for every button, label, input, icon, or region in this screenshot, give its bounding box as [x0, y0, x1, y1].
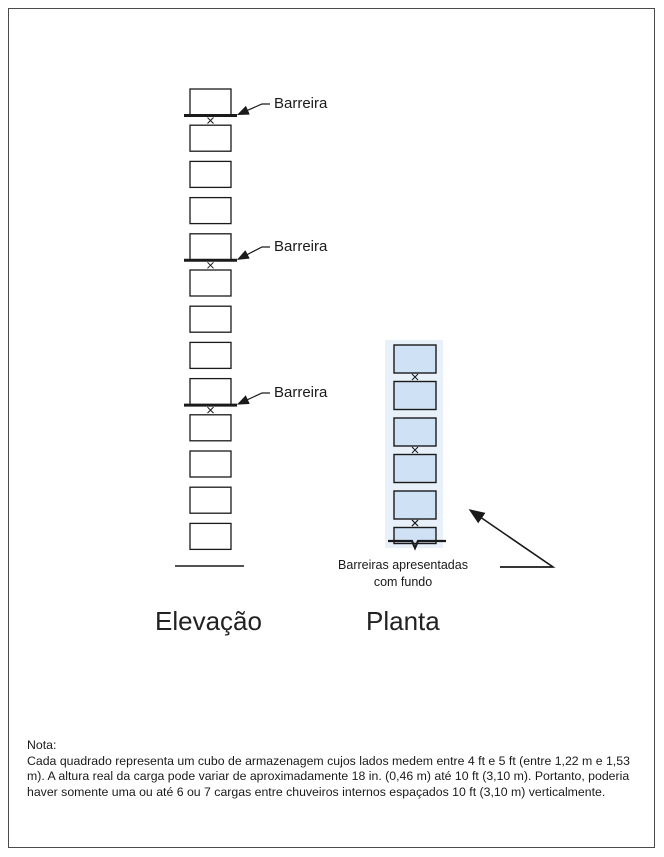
elevation-box	[189, 341, 232, 370]
plan-caption: Planta	[366, 606, 440, 636]
barrier-label-top: Barreira	[274, 95, 328, 112]
plan-note-arrow	[468, 509, 556, 568]
elevation-box	[189, 414, 232, 442]
elevation-box	[189, 124, 232, 152]
flue-cross	[411, 446, 419, 454]
elevation-box	[189, 450, 232, 478]
barrier-leader	[236, 392, 270, 405]
elevation-box	[189, 377, 232, 406]
flue-cross	[207, 406, 214, 414]
barrier-leader	[236, 103, 270, 116]
elevation-box	[189, 305, 232, 333]
flue-cross	[411, 373, 419, 381]
elevation-box	[189, 486, 232, 514]
elevation-box	[189, 88, 232, 116]
plan-barrier-note: Barreiras apresentadas com fundo	[333, 557, 473, 591]
page-frame	[8, 8, 655, 848]
plan-barrier-note-line1: Barreiras apresentadas	[338, 558, 468, 572]
barrier-label-bottom: Barreira	[274, 384, 328, 401]
annotation-arrows	[468, 509, 556, 568]
elevation-view	[175, 88, 270, 567]
elevation-box	[189, 522, 232, 551]
plan-barrier-break	[388, 539, 446, 551]
barrier-label-middle: Barreira	[274, 238, 328, 255]
plan-box	[393, 526, 437, 545]
barrier-leader	[236, 246, 270, 260]
note-block: Nota: Cada quadrado representa um cubo d…	[27, 738, 647, 800]
elevation-box	[189, 196, 232, 225]
elevation-box	[189, 160, 232, 189]
plan-box	[393, 380, 437, 411]
plan-box	[393, 417, 437, 447]
plan-box	[393, 490, 437, 520]
plan-box	[393, 344, 437, 374]
flue-cross	[207, 117, 214, 124]
flue-cross	[411, 519, 419, 527]
elevation-box	[189, 233, 232, 261]
plan-box	[393, 453, 437, 484]
flue-cross	[207, 261, 214, 269]
plan-barrier-note-line2: com fundo	[373, 575, 433, 589]
elevation-caption: Elevação	[155, 606, 262, 636]
note-heading: Nota:	[27, 738, 57, 752]
elevation-box	[189, 269, 232, 297]
plan-view	[385, 340, 446, 551]
note-text: Cada quadrado representa um cubo de arma…	[27, 753, 630, 799]
